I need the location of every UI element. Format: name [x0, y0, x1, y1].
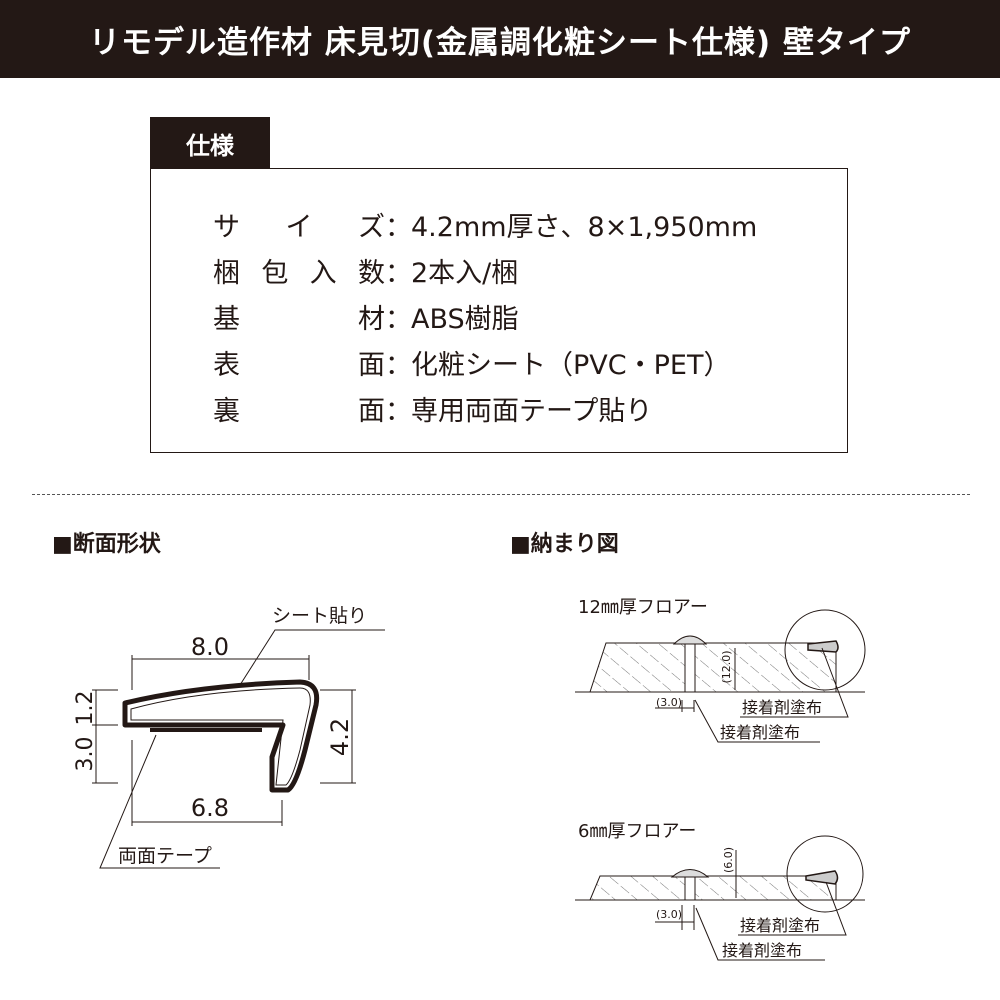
- spec-row: サ イ ズ：4.2mm厚さ、8×1,950mm: [213, 201, 757, 247]
- spec-value: 2本入/梱: [411, 257, 519, 289]
- dim-right: 4.2: [326, 718, 354, 756]
- dim-left-bottom: 3.0: [73, 737, 98, 772]
- spec-row: 表面：化粧シート（PVC・PET）: [213, 339, 757, 385]
- sheet-label: シート貼り: [272, 605, 367, 627]
- floor6-gap: (3.0): [656, 908, 682, 921]
- floor12-thickness: (12.0): [720, 650, 733, 683]
- tape-label: 両面テープ: [118, 845, 212, 867]
- spec-label-char: ズ: [358, 211, 385, 243]
- page-title: リモデル造作材 床見切(金属調化粧シート仕様) 壁タイプ: [0, 0, 1000, 78]
- floor6-adhesive-1: 接着剤塗布: [740, 916, 820, 935]
- spec-label-char: 表: [213, 349, 240, 381]
- spec-label-char: 包: [261, 257, 289, 289]
- spec-value: 4.2mm厚さ、8×1,950mm: [411, 211, 758, 243]
- spec-tab: 仕様: [150, 117, 270, 169]
- floor12-label: 12㎜厚フロアー: [578, 597, 708, 618]
- spec-separator: ：: [385, 395, 412, 427]
- spec-label-char: 梱: [213, 257, 240, 289]
- spec-row: 基材：ABS樹脂: [213, 293, 757, 339]
- profile-drawing: [92, 629, 385, 869]
- spec-value: 化粧シート（PVC・PET）: [411, 349, 731, 381]
- floor6-thickness: (6.0): [722, 847, 735, 873]
- profile-inner: [130, 687, 311, 786]
- install-12mm: [575, 609, 866, 743]
- dim-left-top: 1.2: [73, 691, 98, 726]
- spec-label-char: 面: [358, 395, 385, 427]
- spec-label-char: 材: [358, 303, 385, 335]
- spec-label: 基材: [213, 297, 385, 336]
- spec-label-char: 基: [213, 303, 240, 335]
- install-6mm: [575, 835, 865, 961]
- profile-heading: ■断面形状: [52, 532, 161, 557]
- spec-label-char: 面: [358, 349, 385, 381]
- spec-label: サイズ: [213, 205, 385, 244]
- spec-label-char: イ: [285, 211, 313, 243]
- spec-label-char: 裏: [213, 395, 240, 427]
- spec-row: 梱包入数：2本入/梱: [213, 247, 757, 293]
- floor6-label: 6㎜厚フロアー: [578, 821, 696, 842]
- dashed-divider: [32, 494, 970, 495]
- spec-label-char: 入: [309, 257, 337, 289]
- dim-top: 8.0: [191, 633, 229, 661]
- spec-row: 裏面：専用両面テープ貼り: [213, 385, 757, 431]
- spec-separator: ：: [385, 211, 412, 243]
- floor12-adhesive-2: 接着剤塗布: [720, 723, 800, 742]
- spec-label: 梱包入数: [213, 251, 385, 290]
- install-heading: ■納まり図: [510, 532, 619, 557]
- profile-shape: [122, 679, 320, 793]
- floor12-adhesive-1: 接着剤塗布: [742, 698, 822, 717]
- spec-separator: ：: [385, 349, 412, 381]
- spec-value: 専用両面テープ貼り: [411, 395, 653, 427]
- floor6-adhesive-2: 接着剤塗布: [722, 941, 802, 960]
- spec-separator: ：: [385, 303, 412, 335]
- spec-label-char: サ: [213, 211, 240, 243]
- floor12-gap: (3.0): [656, 696, 682, 709]
- spec-label: 表面: [213, 343, 385, 382]
- dim-bottom: 6.8: [191, 794, 229, 822]
- spec-separator: ：: [385, 257, 412, 289]
- spec-label: 裏面: [213, 389, 385, 428]
- spec-label-char: 数: [357, 257, 385, 289]
- spec-value: ABS樹脂: [411, 303, 519, 335]
